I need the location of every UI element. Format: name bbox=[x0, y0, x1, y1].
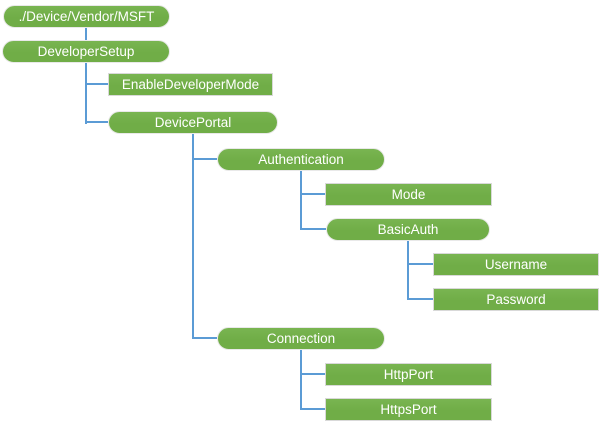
node-basicauth: BasicAuth bbox=[326, 218, 490, 241]
connector-branch-deviceportal bbox=[85, 121, 108, 123]
connector-branch-password bbox=[407, 298, 433, 300]
connector-root-to-developersetup bbox=[85, 28, 87, 41]
node-password: Password bbox=[433, 288, 599, 311]
node-httpport: HttpPort bbox=[325, 363, 492, 386]
node-enabledevelopermode: EnableDeveloperMode bbox=[108, 73, 273, 96]
node-mode: Mode bbox=[325, 183, 492, 206]
connector-branch-httpsport bbox=[300, 408, 325, 410]
connector-developersetup-trunk bbox=[85, 63, 87, 124]
node-username: Username bbox=[433, 253, 599, 276]
node-authentication: Authentication bbox=[217, 148, 385, 171]
connector-branch-basicauth bbox=[300, 228, 326, 230]
connector-connection-trunk bbox=[300, 350, 302, 410]
node-device-vendor-msft: ./Device/Vendor/MSFT bbox=[3, 5, 170, 28]
node-httpsport: HttpsPort bbox=[325, 398, 492, 421]
connector-deviceportal-trunk bbox=[192, 134, 194, 339]
node-connection: Connection bbox=[217, 327, 385, 350]
connector-branch-username bbox=[407, 263, 433, 265]
connector-basicauth-trunk bbox=[407, 241, 409, 300]
connector-branch-connection bbox=[192, 337, 217, 339]
node-deviceportal: DevicePortal bbox=[108, 111, 278, 134]
connector-branch-enabledevelopermode bbox=[85, 83, 108, 85]
node-developersetup: DeveloperSetup bbox=[2, 40, 170, 63]
connector-branch-mode bbox=[300, 193, 325, 195]
connector-authentication-trunk bbox=[300, 171, 302, 230]
connector-branch-authentication bbox=[192, 158, 217, 160]
connector-branch-httpport bbox=[300, 373, 325, 375]
